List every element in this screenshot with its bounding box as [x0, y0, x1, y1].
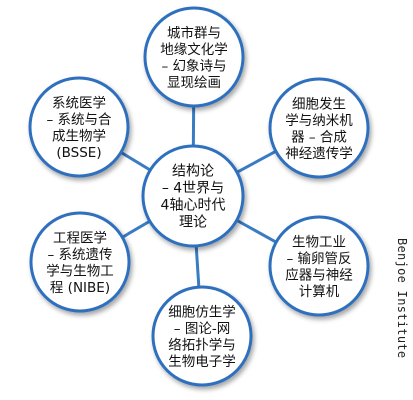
node-lower-left-line-3: 学与生物工: [46, 263, 114, 279]
node-upper-left-circle: [28, 76, 130, 178]
node-lower-right-line-3: 应器与神经: [285, 266, 353, 283]
node-lower-right-line-1: 生物工业: [292, 234, 346, 250]
node-lower-right-line-2: – 输卵管反: [286, 251, 351, 267]
node-bottom-line-4: 生物电子学: [168, 354, 236, 370]
node-center-circle: [141, 144, 245, 248]
node-top-circle: [143, 6, 245, 108]
node-center-line-3: 4轴心时代: [161, 198, 226, 214]
node-lower-right-line-4: 计算机: [299, 284, 340, 300]
node-upper-right-line-2: 学与纳米机: [285, 113, 353, 129]
node-upper-left-line-3: 成生物学: [52, 128, 106, 144]
node-bottom-line-1: 细胞仿生学: [168, 304, 236, 320]
node-lower-left-line-2: – 系统遗传: [47, 247, 112, 263]
node-top-line-2: 地缘文化学: [160, 42, 228, 58]
node-upper-left-line-2: – 系统与合: [46, 112, 112, 128]
node-upper-right-circle: [268, 77, 370, 179]
node-upper-left-line-4: (BSSE): [56, 145, 101, 161]
node-upper-left-line-1: 系统医学: [52, 95, 106, 111]
node-lower-left-circle: [29, 211, 131, 313]
node-lower-left-line-1: 工程医学: [53, 230, 107, 246]
node-center-line-1: 结构论: [172, 164, 214, 180]
node-upper-right-line-1: 细胞发生: [292, 96, 346, 112]
node-top-line-3: – 幻象诗与: [161, 58, 226, 74]
node-center-line-2: – 4世界与: [162, 181, 224, 197]
node-top-line-1: 城市群与: [167, 24, 221, 41]
node-upper-right-line-3: 器 – 合成: [291, 129, 347, 145]
node-top-line-4: 显现绘画: [167, 75, 221, 91]
watermark: Benjoe Institute: [395, 238, 409, 359]
node-bottom-line-3: 络拓扑学与: [168, 337, 236, 353]
node-lower-left-line-4: 程 (NIBE): [50, 280, 110, 296]
node-upper-right-line-4: 神经遗传学: [285, 146, 353, 162]
node-bottom-line-2: – 图论-网: [174, 321, 230, 337]
node-bottom-circle: [151, 285, 253, 387]
node-center-line-4: 理论: [179, 215, 207, 231]
node-lower-right-circle: [268, 215, 370, 317]
